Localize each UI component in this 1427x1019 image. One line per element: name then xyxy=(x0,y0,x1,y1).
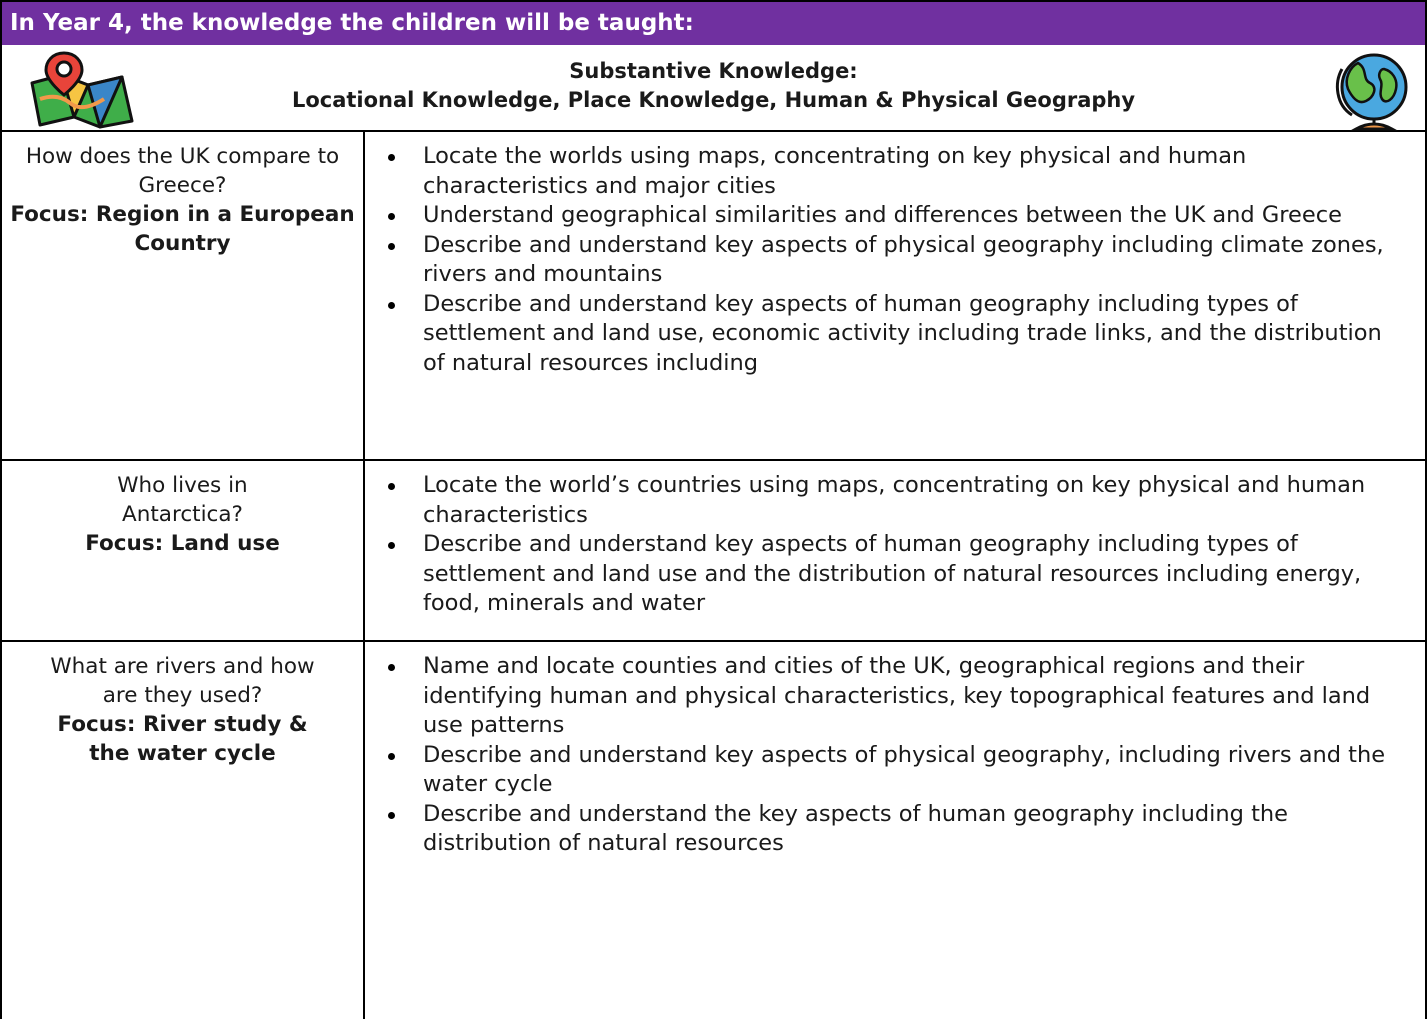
subtitle-line-2: Locational Knowledge, Place Knowledge, H… xyxy=(291,88,1136,112)
knowledge-header: Substantive Knowledge: Locational Knowle… xyxy=(0,45,1427,132)
map-pin-icon xyxy=(30,51,134,129)
list-item: Describe and understand the key aspects … xyxy=(388,800,1395,859)
objectives-cell: Locate the world’s countries using maps,… xyxy=(365,461,1425,640)
subtitle-line-1: Substantive Knowledge: xyxy=(569,59,858,83)
list-item: Locate the world’s countries using maps,… xyxy=(388,471,1395,530)
list-item: Describe and understand key aspects of h… xyxy=(388,530,1395,619)
topic-question: Who lives in Antarctica? xyxy=(117,473,248,527)
table-row: Who lives in Antarctica? Focus: Land use… xyxy=(2,461,1425,642)
list-item: Describe and understand key aspects of p… xyxy=(388,741,1395,800)
banner-title: In Year 4, the knowledge the children wi… xyxy=(10,10,694,36)
topic-focus: Focus: Region in a European Country xyxy=(10,202,355,256)
objectives-list: Name and locate counties and cities of t… xyxy=(365,652,1395,859)
topic-cell: Who lives in Antarctica? Focus: Land use xyxy=(2,461,365,640)
list-item: Understand geographical similarities and… xyxy=(388,201,1395,231)
topic-cell: How does the UK compare to Greece? Focus… xyxy=(2,132,365,459)
topic-focus: Focus: River study & the water cycle xyxy=(57,712,308,766)
list-item: Name and locate counties and cities of t… xyxy=(388,652,1395,741)
topic-cell: What are rivers and how are they used? F… xyxy=(2,642,365,1019)
objectives-cell: Name and locate counties and cities of t… xyxy=(365,642,1425,1019)
section-title: Substantive Knowledge: Locational Knowle… xyxy=(2,57,1425,115)
globe-icon xyxy=(1335,53,1408,131)
objectives-cell: Locate the worlds using maps, concentrat… xyxy=(365,132,1425,459)
objectives-list: Locate the world’s countries using maps,… xyxy=(365,471,1395,619)
list-item: Locate the worlds using maps, concentrat… xyxy=(388,142,1395,201)
table-row: How does the UK compare to Greece? Focus… xyxy=(2,132,1425,461)
topic-question: What are rivers and how are they used? xyxy=(50,654,315,708)
knowledge-table: How does the UK compare to Greece? Focus… xyxy=(0,132,1427,1019)
objectives-list: Locate the worlds using maps, concentrat… xyxy=(365,142,1395,378)
topic-question: How does the UK compare to Greece? xyxy=(25,144,340,198)
table-row: What are rivers and how are they used? F… xyxy=(2,642,1425,1019)
list-item: Describe and understand key aspects of p… xyxy=(388,231,1395,290)
topic-focus: Focus: Land use xyxy=(85,531,280,556)
list-item: Describe and understand key aspects of h… xyxy=(388,290,1395,379)
page-banner: In Year 4, the knowledge the children wi… xyxy=(0,0,1427,47)
